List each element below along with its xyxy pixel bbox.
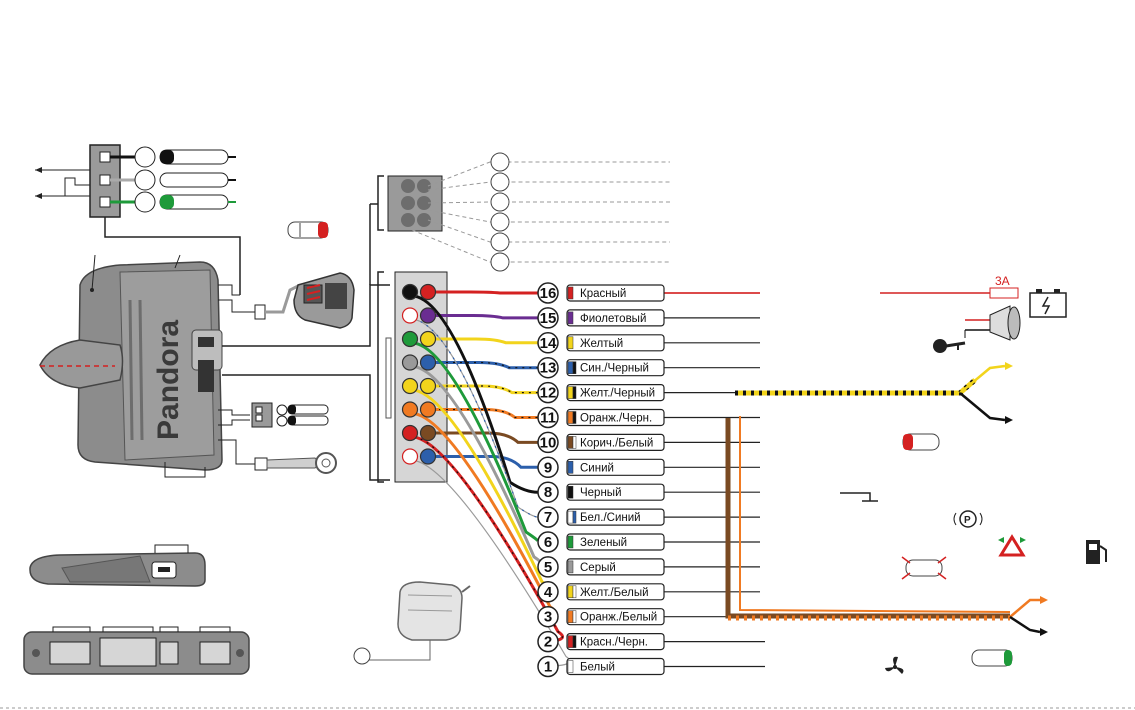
wire-label-12: Желт./Черный bbox=[580, 388, 655, 400]
siren-icon bbox=[965, 306, 1020, 340]
connector-pin-16 bbox=[421, 285, 436, 300]
pin-number-13: 13 bbox=[540, 360, 557, 377]
diode-connector bbox=[252, 403, 328, 427]
pin-number-1: 1 bbox=[544, 659, 552, 676]
wire-label-5: Серый bbox=[580, 562, 616, 574]
upper-connector bbox=[370, 153, 670, 271]
wire-label-11: Оранж./Черн. bbox=[580, 413, 652, 425]
pin-number-14: 14 bbox=[540, 335, 557, 352]
connector-pin-7 bbox=[403, 308, 418, 323]
wire-color-swatch-1 bbox=[568, 661, 573, 673]
svg-text:P: P bbox=[964, 515, 971, 526]
unit-side-view bbox=[30, 545, 205, 586]
twisted-pair-yellow-black bbox=[735, 362, 1013, 424]
connector-pin-2 bbox=[403, 426, 418, 441]
connector-pin-13 bbox=[421, 355, 436, 370]
wire-color-swatch-5 bbox=[568, 561, 573, 573]
fan-icon bbox=[885, 657, 903, 674]
pin-number-5: 5 bbox=[544, 559, 552, 576]
wire-color-swatch-6 bbox=[568, 536, 573, 548]
wire-color-swatch-14 bbox=[568, 337, 573, 349]
unit-connector-view bbox=[24, 627, 249, 674]
pin-number-2: 2 bbox=[544, 634, 552, 651]
wire-color-swatch-2 bbox=[568, 636, 573, 648]
twisted-pair-orange-brown bbox=[728, 416, 1048, 636]
connector-pin-8 bbox=[403, 285, 418, 300]
wire-label-9: Синий bbox=[580, 462, 614, 474]
wire-label-14: Желтый bbox=[580, 338, 623, 350]
wire-color-swatch-8 bbox=[568, 486, 573, 498]
connector-pin-1 bbox=[403, 449, 418, 464]
wire-label-10: Корич./Белый bbox=[580, 437, 653, 449]
fuse: 3A bbox=[880, 274, 1018, 298]
connector-pin-15 bbox=[421, 308, 436, 323]
connector-pin-14 bbox=[421, 332, 436, 347]
door-car-icon bbox=[903, 434, 939, 450]
pin-number-9: 9 bbox=[544, 459, 552, 476]
wire-color-swatch-13 bbox=[568, 362, 573, 374]
hazard-icon bbox=[998, 537, 1026, 555]
heater-icon bbox=[354, 582, 470, 664]
wire-label-1: Белый bbox=[580, 662, 615, 674]
temperature-sensor-icon bbox=[255, 453, 336, 473]
trunk-car-icon bbox=[288, 222, 328, 238]
parking-brake-icon: P bbox=[954, 511, 982, 527]
fuse-label: 3A bbox=[995, 274, 1010, 288]
ground-icon bbox=[840, 493, 878, 501]
wire-15 bbox=[432, 316, 538, 318]
pin-number-15: 15 bbox=[540, 310, 557, 327]
connector-pin-11 bbox=[421, 402, 436, 417]
pin-number-11: 11 bbox=[540, 410, 556, 427]
pandora-main-unit: Pandora bbox=[40, 255, 222, 477]
connector-pin-10 bbox=[421, 426, 436, 441]
wire-label-8: Черный bbox=[580, 487, 622, 499]
wire-label-3: Оранж./Белый bbox=[580, 612, 657, 624]
wire-color-swatch-4 bbox=[568, 586, 573, 598]
connector-pin-6 bbox=[403, 332, 418, 347]
wire-color-swatch-9 bbox=[568, 461, 573, 473]
wire-16 bbox=[432, 292, 538, 293]
pin-number-16: 16 bbox=[540, 285, 557, 302]
wire-color-swatch-16 bbox=[568, 287, 573, 299]
key-icon bbox=[933, 339, 965, 353]
pin-number-6: 6 bbox=[544, 534, 552, 551]
turn-signal-car-icon bbox=[902, 557, 946, 579]
fuel-icon bbox=[1086, 540, 1106, 564]
pin-number-7: 7 bbox=[544, 509, 552, 526]
connector-pin-3 bbox=[403, 402, 418, 417]
unit-side-wiring bbox=[218, 204, 390, 480]
wire-label-6: Зеленый bbox=[580, 537, 627, 549]
wire-label-7: Бел./Синий bbox=[580, 512, 641, 524]
wire-color-swatch-15 bbox=[568, 312, 573, 324]
wire-color-swatch-7 bbox=[568, 511, 573, 523]
pin-number-4: 4 bbox=[544, 584, 553, 601]
wire-color-swatch-10 bbox=[568, 436, 573, 448]
hood-car-icon bbox=[972, 650, 1012, 666]
wire-14 bbox=[432, 339, 538, 343]
wire-color-swatch-12 bbox=[568, 387, 573, 399]
wire-label-13: Син./Черный bbox=[580, 363, 649, 375]
connector-pin-9 bbox=[421, 449, 436, 464]
pin-number-8: 8 bbox=[544, 484, 552, 501]
wire-color-swatch-3 bbox=[568, 611, 573, 623]
wire-label-4: Желт./Белый bbox=[580, 587, 649, 599]
connector-pin-5 bbox=[403, 355, 418, 370]
gsm-module bbox=[294, 273, 354, 328]
wire-label-2: Красн./Черн. bbox=[580, 637, 648, 649]
pin-number-3: 3 bbox=[544, 609, 552, 626]
wire-label-16: Красный bbox=[580, 288, 626, 300]
wire-label-15: Фиолетовый bbox=[580, 313, 646, 325]
connector-pin-12 bbox=[421, 379, 436, 394]
wire-13 bbox=[432, 363, 538, 368]
pin-number-10: 10 bbox=[540, 434, 557, 451]
brand-label: Pandora bbox=[152, 320, 185, 440]
connector-pin-4 bbox=[403, 379, 418, 394]
pin-number-12: 12 bbox=[540, 385, 557, 402]
wire-color-swatch-11 bbox=[568, 412, 573, 424]
battery-icon bbox=[1030, 289, 1066, 317]
